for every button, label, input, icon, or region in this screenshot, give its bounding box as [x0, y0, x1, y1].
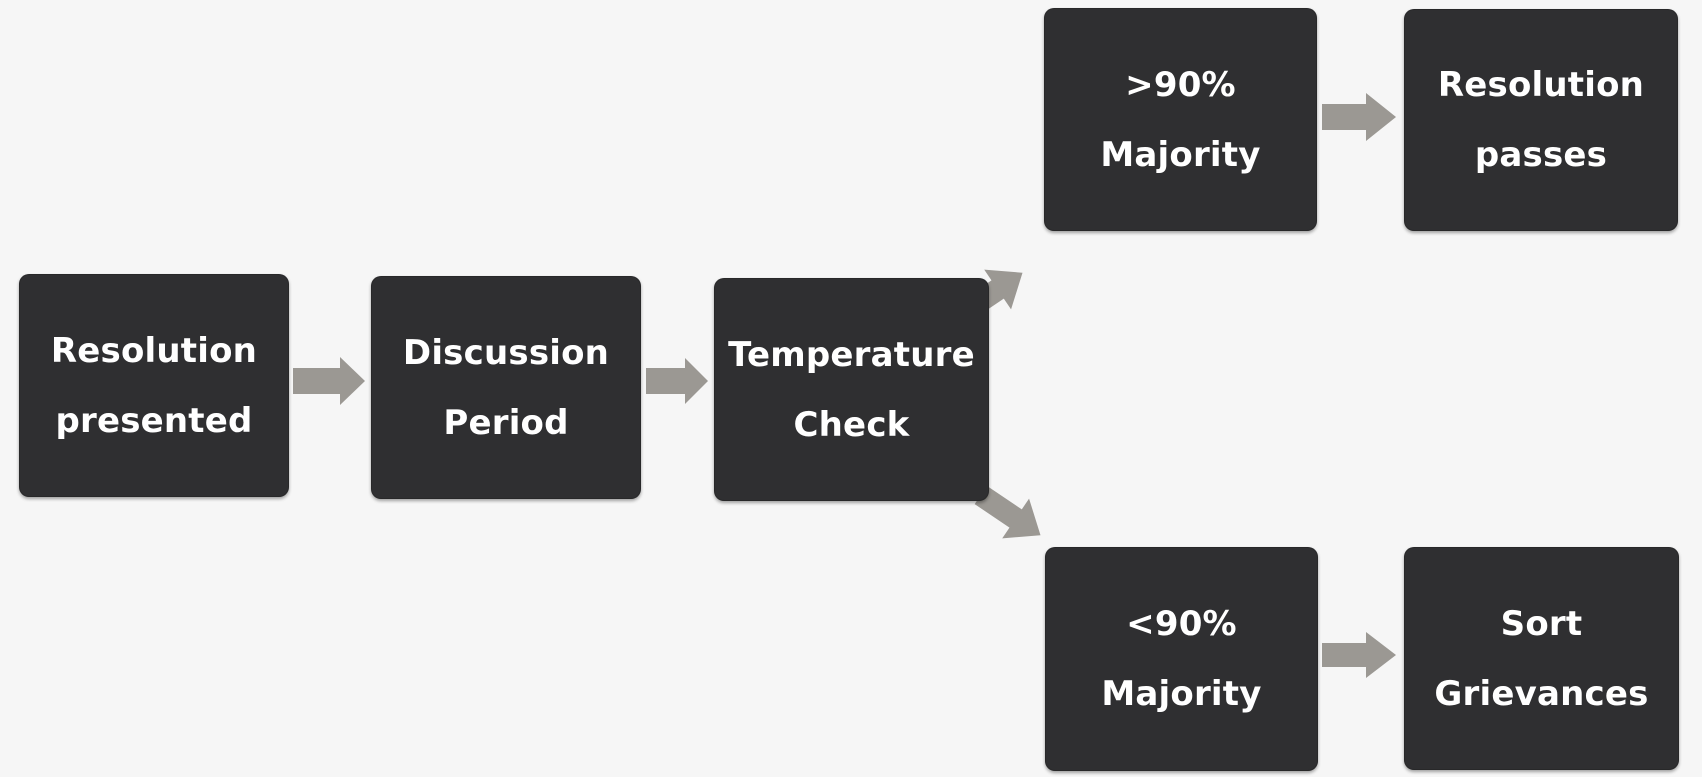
node-temperature-check-line1: Temperature: [728, 334, 975, 375]
arrow-resolution-to-discussion: [293, 357, 365, 405]
node-resolution-presented: Resolution presented: [19, 274, 289, 497]
node-temperature-check-line2: Check: [793, 404, 910, 445]
node-sort-grievances-line1: Sort: [1500, 603, 1583, 644]
node-discussion-period: Discussion Period: [371, 276, 641, 499]
node-temperature-check: Temperature Check: [714, 278, 989, 501]
node-resolution-passes-line1: Resolution: [1437, 65, 1645, 105]
node-sort-grievances-line2: Grievances: [1434, 673, 1649, 714]
arrow-above-to-passes: [1322, 93, 1396, 141]
node-discussion-period-line2: Period: [443, 402, 569, 443]
node-majority-above-90-line2: Majority: [1100, 134, 1261, 175]
node-resolution-passes-line2: passes: [1474, 135, 1608, 175]
arrow-discussion-to-temperature: [646, 358, 708, 404]
node-majority-above-90-line1: >90%: [1125, 64, 1236, 105]
node-majority-below-90-line1: <90%: [1126, 604, 1237, 644]
node-majority-below-90: <90% Majority: [1045, 547, 1318, 771]
node-sort-grievances: Sort Grievances: [1404, 547, 1679, 770]
arrow-below-to-sort: [1322, 632, 1396, 678]
node-resolution-presented-line1: Resolution: [50, 330, 258, 371]
node-resolution-passes: Resolution passes: [1404, 9, 1678, 231]
node-resolution-presented-line2: presented: [55, 400, 253, 441]
node-discussion-period-line1: Discussion: [402, 332, 610, 373]
node-majority-above-90: >90% Majority: [1044, 8, 1317, 231]
node-majority-below-90-line2: Majority: [1101, 674, 1262, 714]
